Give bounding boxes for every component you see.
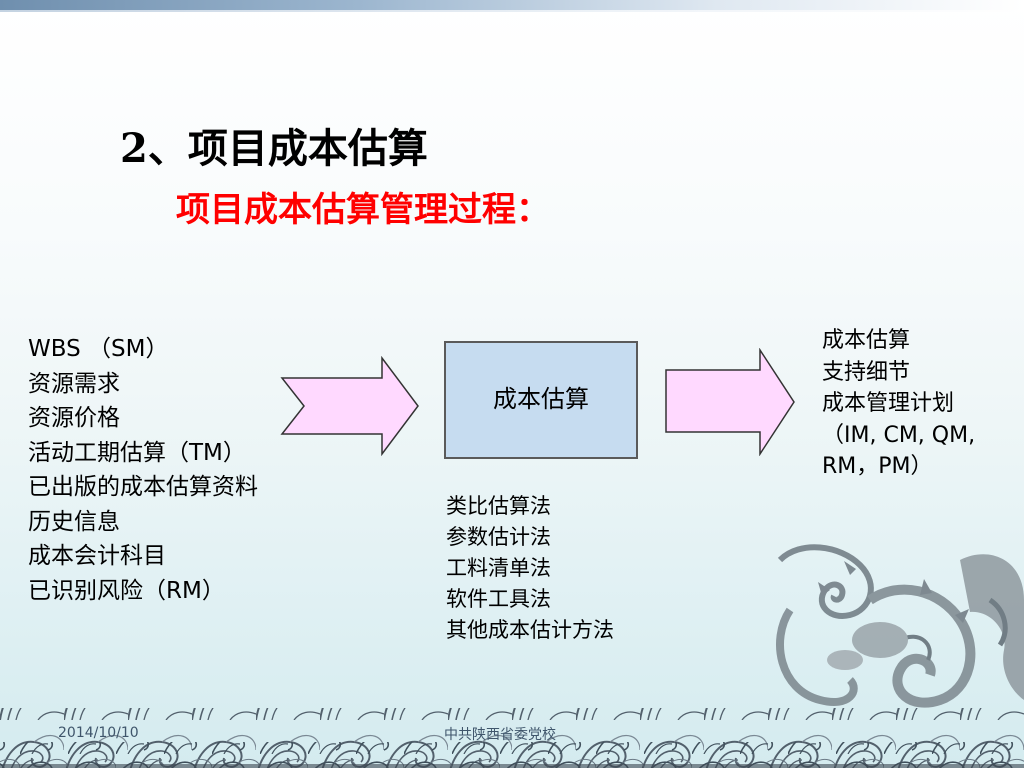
- list-item: 资源需求: [28, 370, 120, 397]
- page-title: 2、项目成本估算: [120, 125, 428, 172]
- list-item: 历史信息: [28, 508, 120, 535]
- list-item: 资源价格: [28, 405, 120, 431]
- list-item: 参数估计法: [446, 525, 551, 549]
- list-item: 类比估算法: [446, 494, 551, 518]
- process-box: 成本估算: [444, 341, 638, 459]
- list-item: （IM, CM, QM,: [822, 422, 976, 448]
- list-item: 活动工期估算（TM）: [28, 439, 246, 466]
- list-item: 已出版的成本估算资料: [28, 474, 258, 500]
- outputs-list: 成本估算 支持细节 成本管理计划 （IM, CM, QM, RM，PM）: [822, 325, 1018, 483]
- arrow-right-icon: [280, 356, 419, 456]
- list-item: 成本管理计划: [822, 391, 955, 416]
- list-item: 支持细节: [822, 359, 911, 385]
- list-item: 其他成本估计方法: [446, 618, 614, 642]
- inputs-list: WBS （SM） 资源需求 资源价格 活动工期估算（TM） 已出版的成本估算资料…: [28, 332, 258, 608]
- arrow-right-icon: [665, 348, 795, 456]
- footer-date: 2014/10/10: [58, 725, 139, 741]
- top-accent-bar: [0, 0, 1024, 10]
- list-item: 成本会计科目: [28, 543, 166, 569]
- top-accent-line: [0, 10, 1024, 12]
- list-item: RM，PM）: [822, 454, 933, 479]
- list-item: 已识别风险（RM）: [28, 577, 225, 604]
- list-item: WBS （SM）: [28, 336, 169, 362]
- process-label: 成本估算: [493, 384, 589, 413]
- footer-organization: 中共陕西省委党校: [444, 727, 556, 743]
- list-item: 工料清单法: [446, 556, 551, 580]
- list-item: 软件工具法: [446, 587, 551, 611]
- tools-list: 类比估算法 参数估计法 工料清单法 软件工具法 其他成本估计方法: [446, 491, 614, 646]
- page-subtitle: 项目成本估算管理过程：: [176, 190, 550, 230]
- list-item: 成本估算: [822, 328, 911, 353]
